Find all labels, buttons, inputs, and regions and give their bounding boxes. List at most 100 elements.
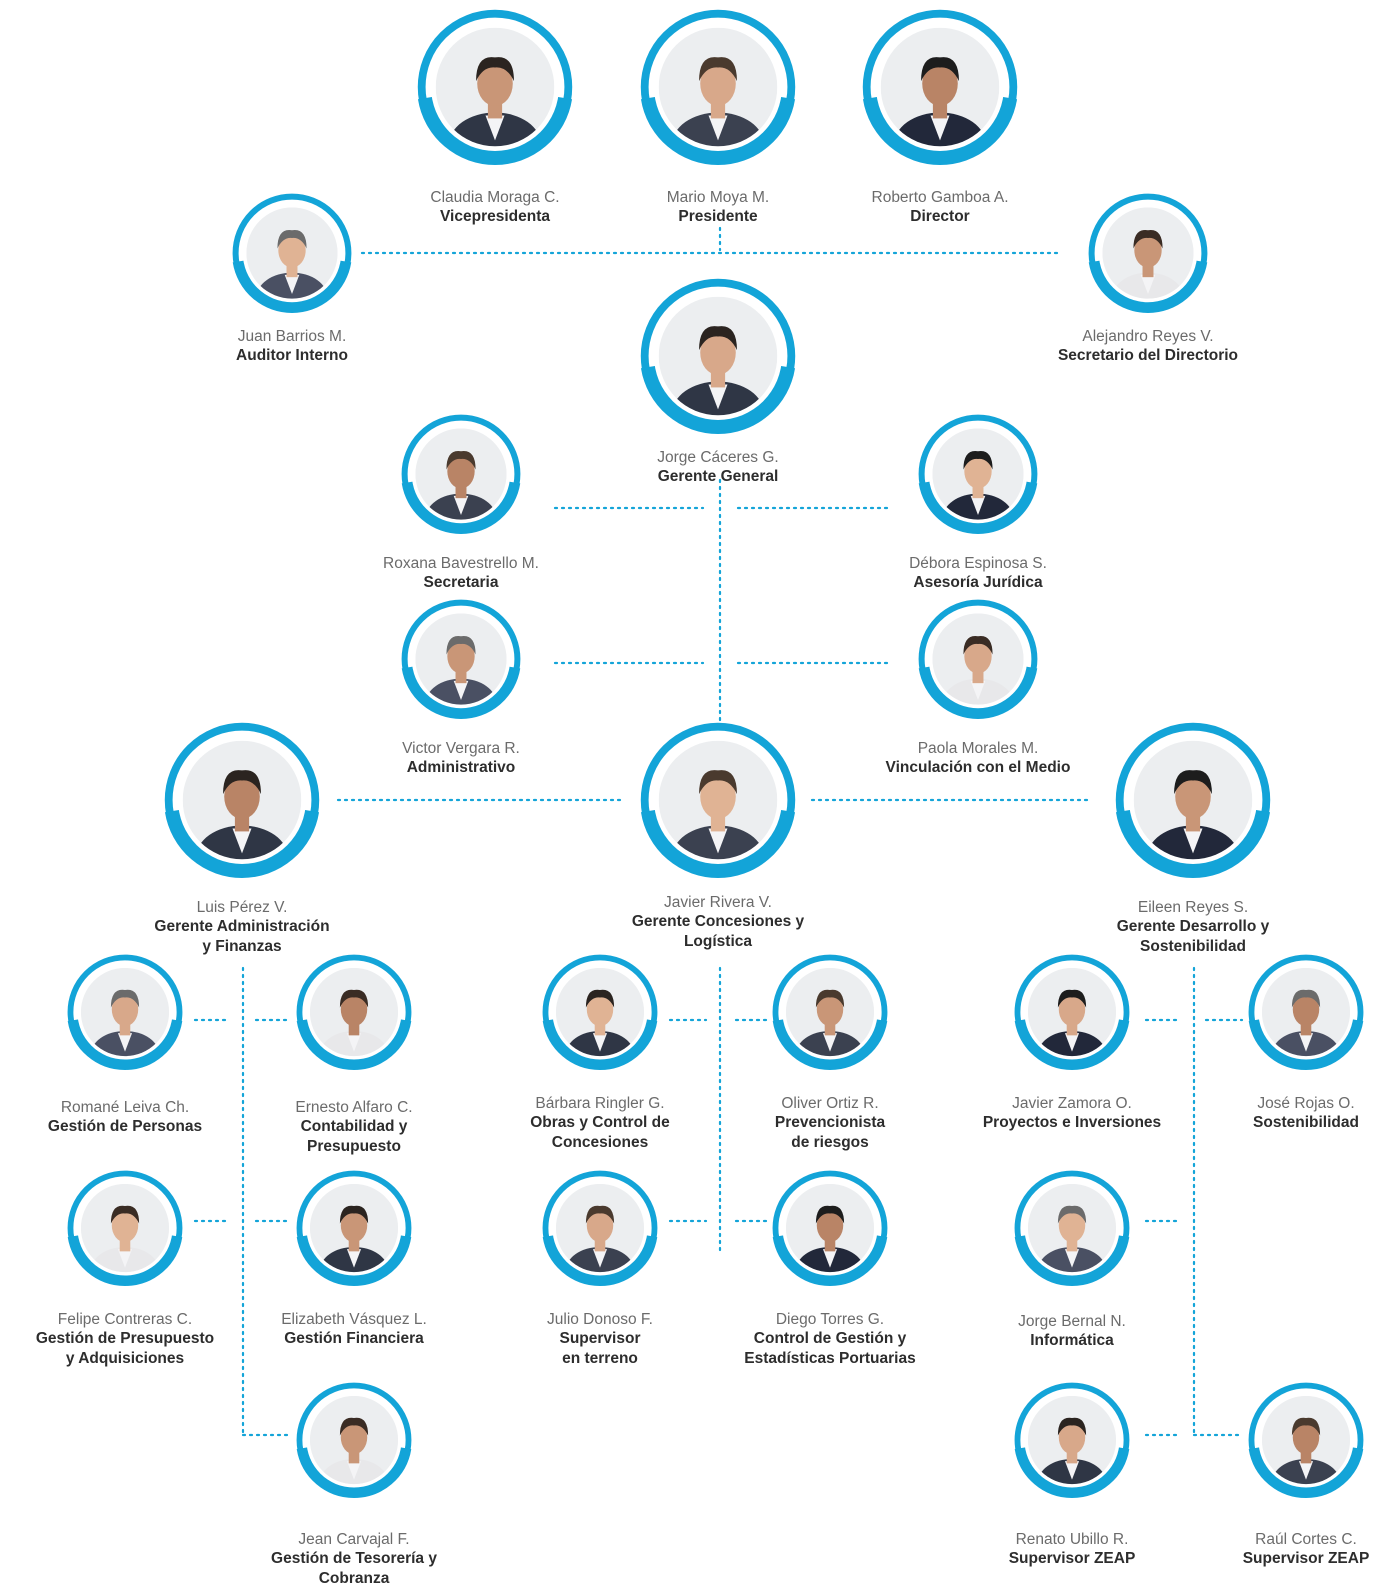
person-photo-icon — [309, 1183, 399, 1273]
person-photo-icon — [785, 1183, 875, 1273]
person-photo-icon — [1261, 1395, 1351, 1485]
person-card — [640, 278, 796, 434]
person-card — [67, 954, 183, 1070]
person-photo-icon — [1261, 967, 1351, 1057]
person-name: Javier Rivera V. — [664, 894, 772, 911]
avatar-ring-arc — [1014, 1018, 1130, 1070]
person-card — [640, 722, 796, 878]
avatar-ring-arc — [640, 809, 796, 878]
person-name: Juan Barrios M. — [237, 328, 347, 345]
person-card — [401, 414, 521, 534]
person-name: Felipe Contreras C. — [57, 1311, 193, 1328]
person-name: Renato Ubillo R. — [1015, 1531, 1129, 1548]
person-role: Asesoría Jurídica — [913, 574, 1043, 591]
person-photo-icon — [555, 967, 645, 1057]
person-photo-icon — [80, 967, 170, 1057]
person-name: Romané Leiva Ch. — [60, 1099, 190, 1116]
person-photo-icon — [932, 428, 1024, 520]
person-photo-icon — [1102, 207, 1194, 299]
person-role: Supervisor ZEAP — [1242, 1550, 1370, 1567]
person-card — [296, 1382, 412, 1498]
person-card — [542, 1170, 658, 1286]
person-photo-icon — [246, 207, 338, 299]
avatar-ring-arc — [542, 1234, 658, 1286]
person-card — [1115, 722, 1271, 878]
person-role: Informática — [1030, 1332, 1114, 1349]
person-photo-icon — [658, 27, 778, 147]
person-card — [1014, 1170, 1130, 1286]
person-name: Diego Torres G. — [775, 1311, 885, 1328]
person-role: Supervisor ZEAP — [1008, 1550, 1136, 1567]
person-photo-icon — [658, 740, 778, 860]
person-card — [1088, 193, 1208, 313]
person-photo-icon — [785, 967, 875, 1057]
person-name: Luis Pérez V. — [196, 899, 288, 916]
person-name: Roberto Gamboa A. — [871, 189, 1009, 206]
person-card — [1014, 954, 1130, 1070]
person-photo-icon — [415, 428, 507, 520]
avatar-ring-arc — [640, 365, 796, 434]
person-name: Eileen Reyes S. — [1137, 899, 1249, 916]
person-name: José Rojas O. — [1257, 1095, 1355, 1112]
person-name: Jorge Cáceres G. — [657, 449, 779, 466]
person-photo-icon — [880, 27, 1000, 147]
avatar-ring-arc — [542, 1018, 658, 1070]
avatar-ring-arc — [296, 1018, 412, 1070]
person-photo-icon — [555, 1183, 645, 1273]
person-role: Administrativo — [406, 759, 516, 776]
person-card — [918, 599, 1038, 719]
person-photo-icon — [1027, 967, 1117, 1057]
avatar-ring-arc — [67, 1018, 183, 1070]
person-role: Auditor Interno — [236, 347, 348, 364]
avatar-ring-arc — [1115, 808, 1271, 878]
person-card — [1014, 1382, 1130, 1498]
avatar-ring-arc — [67, 1234, 183, 1286]
person-name: Jorge Bernal N. — [1018, 1313, 1126, 1330]
person-role: Presidente — [678, 208, 758, 225]
person-card — [640, 9, 796, 165]
person-card — [67, 1170, 183, 1286]
person-photo-icon — [658, 296, 778, 416]
person-card — [1248, 954, 1364, 1070]
person-role: Secretaria — [423, 574, 499, 591]
person-card — [918, 414, 1038, 534]
person-name: Jean Carvajal F. — [298, 1531, 410, 1548]
person-photo-icon — [309, 1395, 399, 1485]
avatar-ring-arc — [1014, 1234, 1130, 1286]
avatar-ring-arc — [1248, 1018, 1364, 1070]
person-name: Paola Morales M. — [917, 740, 1039, 757]
avatar-ring-arc — [296, 1234, 412, 1286]
person-card — [772, 954, 888, 1070]
person-card — [164, 722, 320, 878]
avatar-ring-arc — [772, 1018, 888, 1070]
avatar-ring-arc — [401, 480, 521, 534]
person-photo-icon — [1027, 1395, 1117, 1485]
person-photo-icon — [932, 613, 1024, 705]
avatar-ring-arc — [640, 96, 796, 165]
avatar-ring-arc — [296, 1446, 412, 1498]
person-name: Claudia Moraga C. — [430, 189, 560, 206]
person-card — [296, 1170, 412, 1286]
person-name: Raúl Cortes C. — [1255, 1531, 1357, 1548]
person-card — [232, 193, 352, 313]
avatar-ring-arc — [417, 96, 573, 165]
avatar-ring-arc — [401, 665, 521, 719]
avatar-ring-arc — [918, 480, 1038, 534]
person-role: Gerente General — [657, 468, 779, 485]
person-card — [542, 954, 658, 1070]
avatar-ring-arc — [1014, 1446, 1130, 1498]
avatar-ring-arc — [918, 665, 1038, 719]
person-name: Roxana Bavestrello M. — [383, 555, 539, 572]
person-role: Vinculación con el Medio — [885, 759, 1071, 776]
avatar-ring-arc — [1248, 1446, 1364, 1498]
person-photo-icon — [309, 967, 399, 1057]
avatar-ring-arc — [232, 259, 352, 313]
person-role: Director — [910, 208, 970, 225]
person-role: Proyectos e Inversiones — [982, 1114, 1162, 1131]
person-name: Ernesto Alfaro C. — [295, 1099, 413, 1116]
